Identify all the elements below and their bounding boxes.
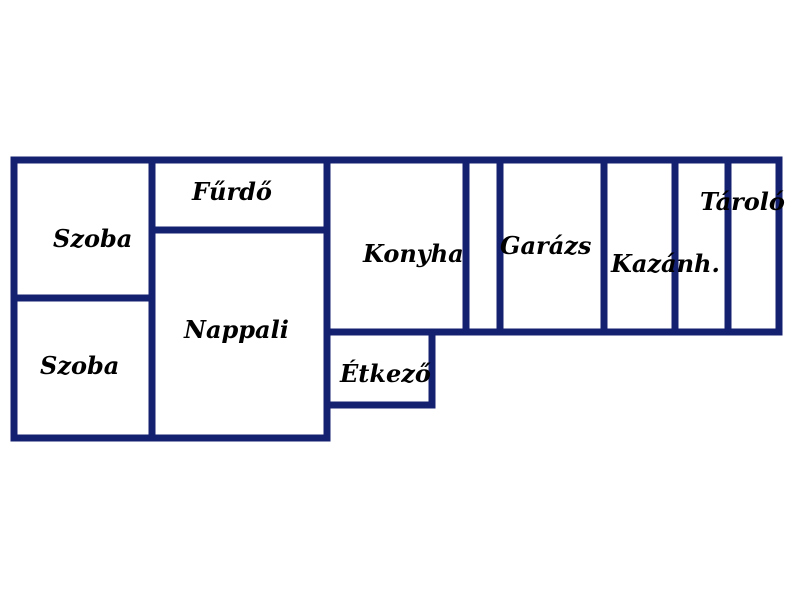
room-label-szoba-bottom: Szoba	[40, 351, 119, 380]
room-label-furdo: Fűrdő	[191, 177, 272, 206]
room-label-tarolo: Tároló	[700, 187, 785, 216]
walls	[10, 156, 783, 442]
outer-wall-right-block	[323, 156, 783, 336]
room-label-konyha: Konyha	[362, 239, 464, 268]
room-label-szoba-top: Szoba	[53, 224, 132, 253]
room-label-nappali: Nappali	[183, 315, 289, 344]
room-label-garazs: Garázs	[500, 231, 592, 260]
room-label-etkezo: Étkező	[339, 359, 431, 388]
room-label-kazanh: Kazánh.	[610, 249, 720, 278]
room-labels: Szoba Szoba Fűrdő Nappali Konyha Étkező …	[40, 177, 785, 388]
wall-etkezo	[323, 328, 436, 409]
